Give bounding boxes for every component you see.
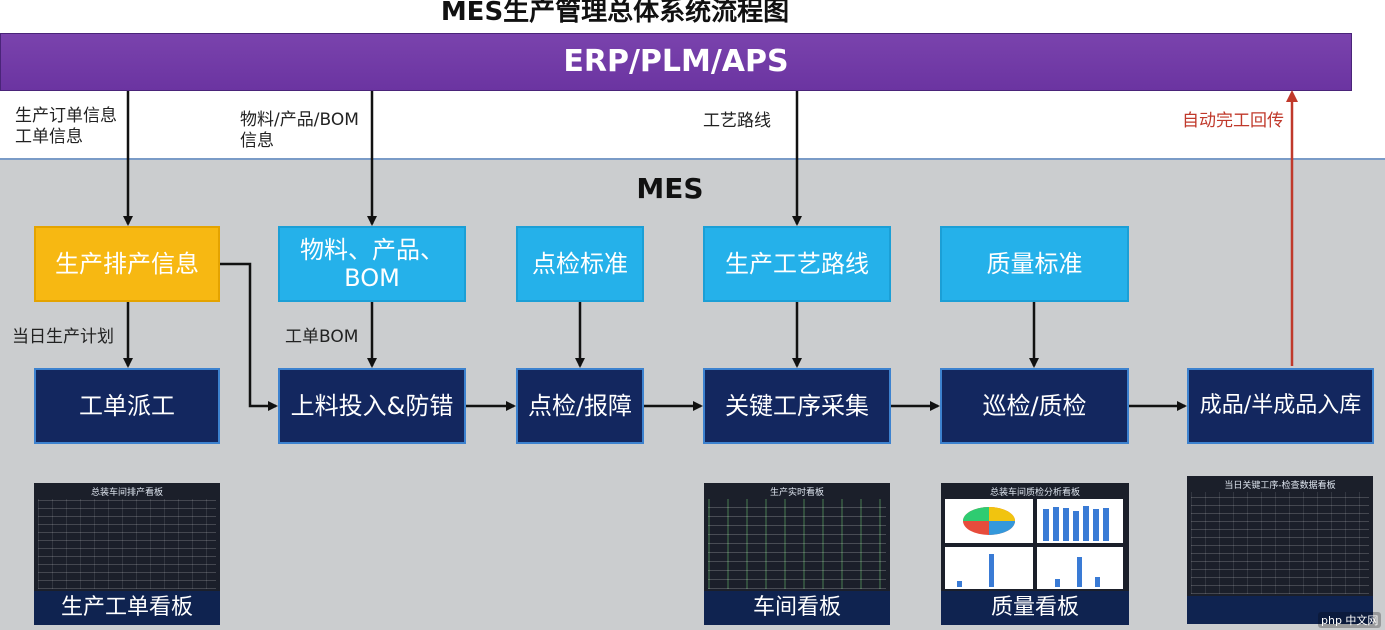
watermark: php 中文网 [1318,612,1382,628]
box-schedule-info: 生产排产信息 [34,226,220,302]
label-work-bom: 工单BOM [285,327,359,347]
box-patrol-quality: 巡检/质检 [940,368,1129,444]
label-auto-report: 自动完工回传 [1182,111,1284,131]
dashboard-order-board-caption: 生产工单看板 [34,591,220,625]
mes-region [0,158,1385,630]
dashboard-workshop-board-table [708,499,886,589]
dashboard-workshop-board-title: 生产实时看板 [769,488,824,498]
box-work-dispatch: 工单派工 [34,368,220,444]
box-key-process-collect: 关键工序采集 [703,368,891,444]
label-order-info: 生产订单信息 工单信息 [15,106,117,147]
box-storage: 成品/半成品入库 [1187,368,1374,444]
dashboard-order-board-title: 总装车间排产看板 [90,488,163,498]
box-feeding-errorproof: 上料投入&防错 [278,368,466,444]
erp-plm-aps-bar: ERP/PLM/APS [0,33,1352,91]
box-quality-standard: 质量标准 [940,226,1129,302]
dashboard-quality-board-title: 总装车间质检分析看板 [989,488,1080,498]
label-material-bom: 物料/产品/BOM 信息 [240,110,359,151]
dashboard-workshop-board-caption: 车间看板 [704,591,890,625]
arrow-schedule-to-feeding [220,262,278,411]
dashboard-quality-board-charts [945,499,1123,589]
dashboard-order-board: 总装车间排产看板 生产工单看板 [34,483,220,625]
dashboard-other-board-title: 当日关键工序-检查数据看板 [1224,481,1336,491]
dashboard-order-board-table [38,499,216,589]
dashboard-quality-board-caption: 质量看板 [941,591,1129,625]
dashboard-workshop-board: 生产实时看板 车间看板 [704,483,890,625]
box-inspection-standard: 点检标准 [516,226,644,302]
box-material-bom: 物料、产品、 BOM [278,226,466,302]
dashboard-other-board-table [1191,492,1369,594]
diagram-title: MES生产管理总体系统流程图 [440,0,790,27]
label-process-route: 工艺路线 [703,111,771,131]
dashboard-other-board-caption-blurred [1187,596,1373,624]
box-process-route: 生产工艺路线 [703,226,891,302]
dashboard-quality-board: 总装车间质检分析看板 质量看板 [941,483,1129,625]
mes-label: MES [636,172,704,205]
dashboard-other-board: 当日关键工序-检查数据看板 [1187,476,1373,624]
box-inspect-report: 点检/报障 [516,368,644,444]
label-daily-plan: 当日生产计划 [12,327,114,347]
